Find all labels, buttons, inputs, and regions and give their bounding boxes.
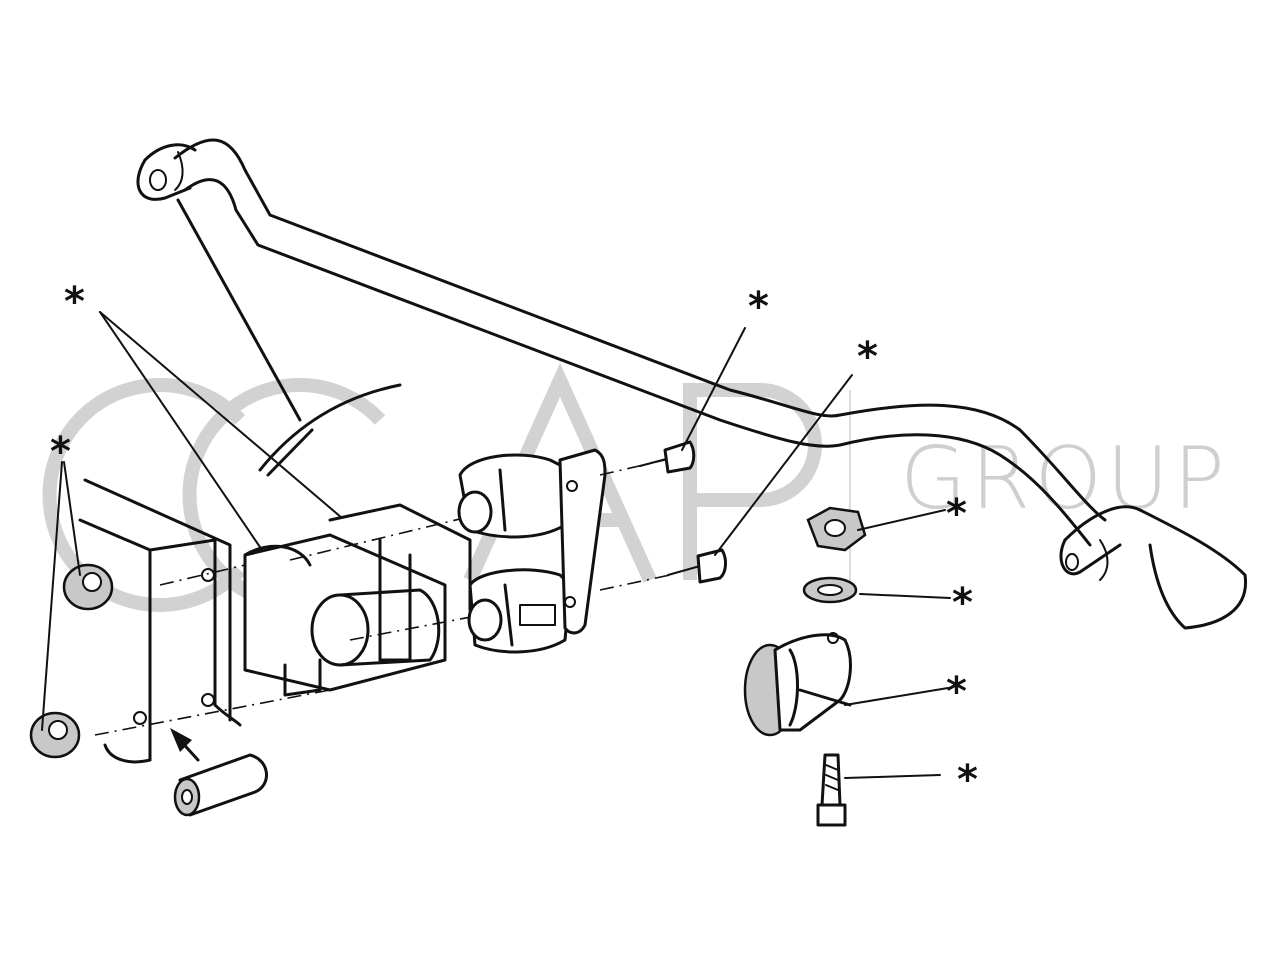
callout-bushings-left: * [64, 279, 85, 325]
nut [806, 506, 867, 552]
mounting-plate [558, 448, 607, 635]
watermark-logo: GROUP [42, 362, 1225, 612]
callout-bracket-clip: * [50, 429, 71, 475]
clamp-assembly [243, 489, 581, 697]
leader-lines [99, 311, 951, 779]
washer [802, 576, 858, 604]
callout-labels: * * * * * * * * [50, 279, 978, 803]
callout-bolt-upper: * [748, 284, 769, 330]
callout-bolt-lower: * [857, 334, 878, 380]
callout-link-bushing: * [946, 669, 967, 715]
stabilizer-bar [136, 138, 1248, 630]
callout-washer: * [952, 580, 973, 626]
bushing-blocks [457, 453, 572, 654]
link-bushing [743, 632, 852, 737]
plate-bolts [599, 440, 727, 591]
left-washers [29, 461, 114, 759]
callout-nut: * [946, 491, 967, 537]
spacer-sleeve [170, 728, 268, 817]
link-bolt [816, 753, 847, 827]
callout-link-bolt: * [957, 757, 978, 803]
